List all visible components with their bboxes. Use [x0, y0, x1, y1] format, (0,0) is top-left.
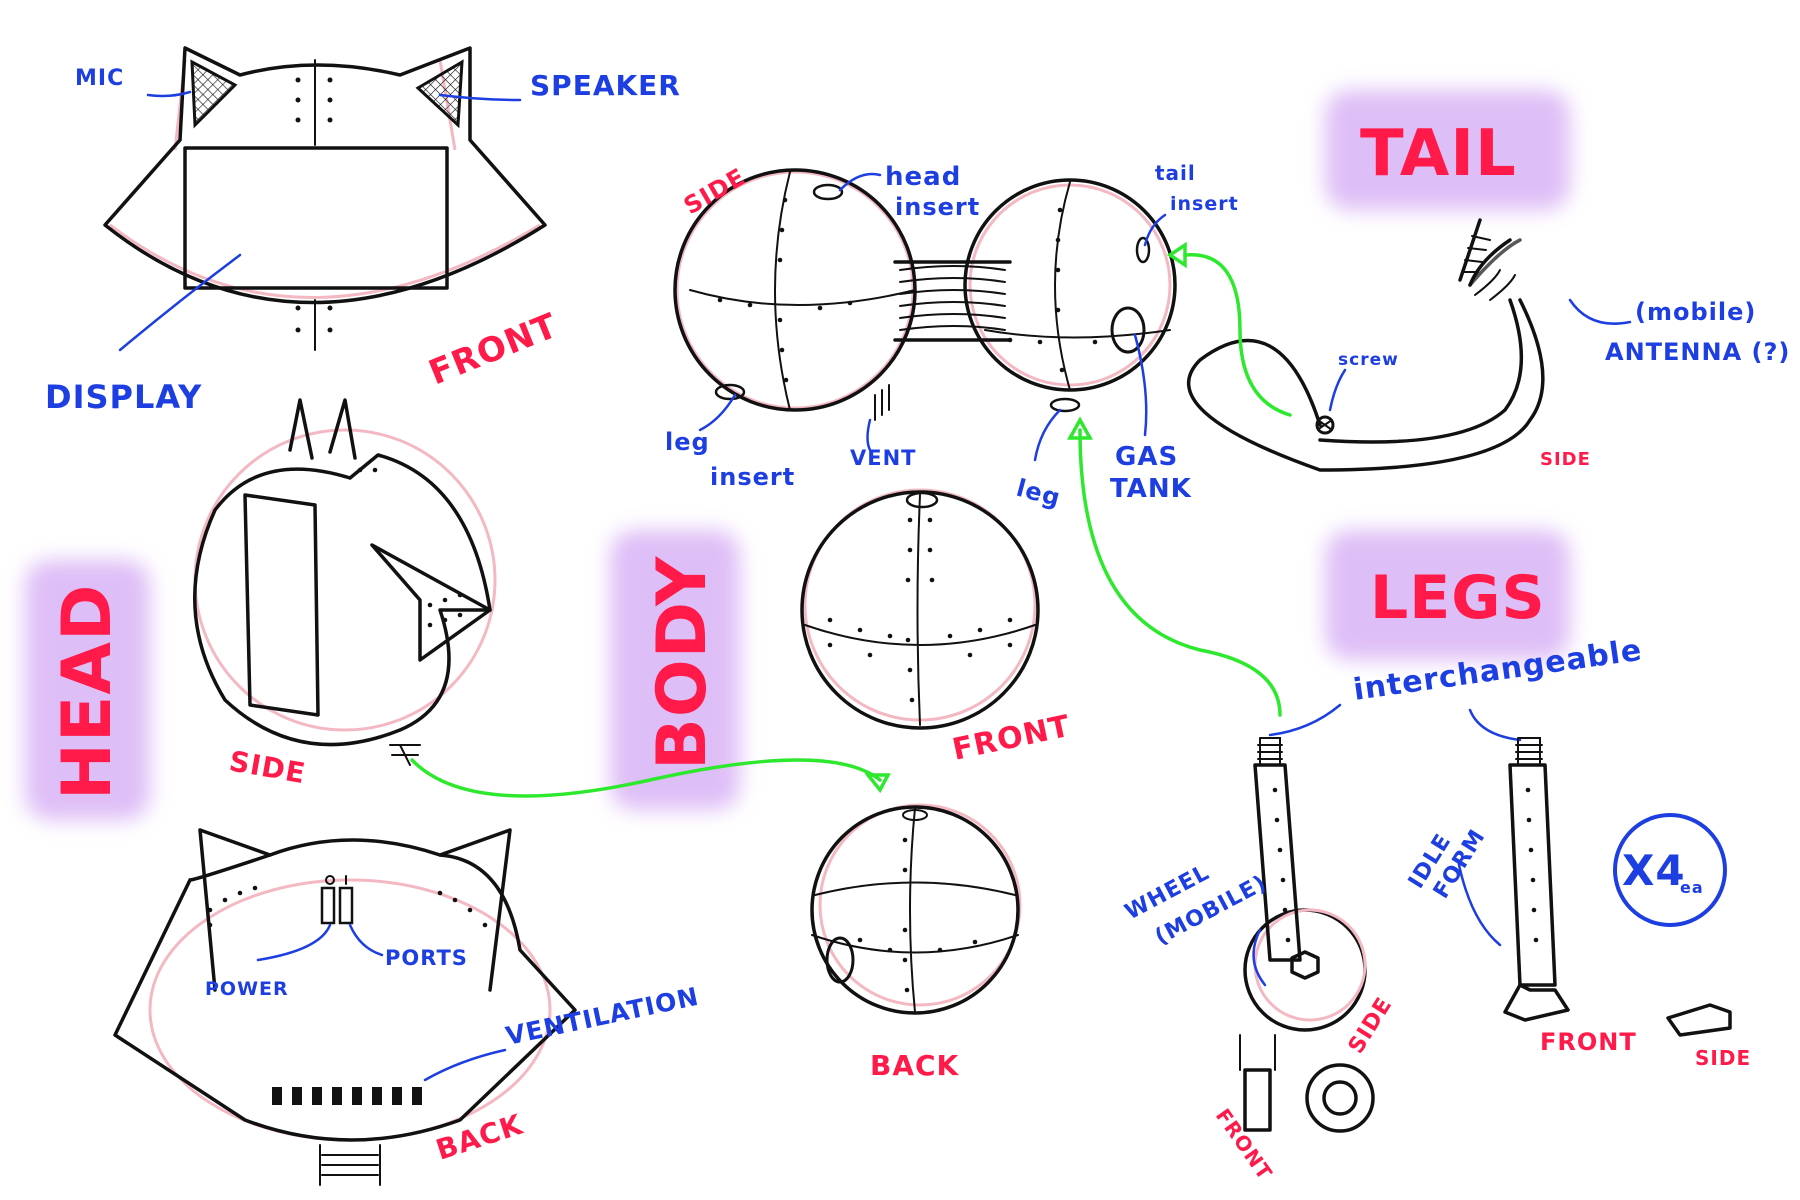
antenna-label-1: (mobile) [1635, 298, 1756, 326]
gas-tank-label-1: GAS [1115, 442, 1178, 472]
highlight-blobs [25, 90, 1570, 820]
leg-to-body-arrow [1080, 430, 1280, 715]
head-insert-label-1: head [885, 162, 961, 192]
tail-side-label: SIDE [1540, 449, 1591, 470]
body-front-sketch [802, 490, 1038, 728]
speaker-label: SPEAKER [530, 69, 681, 102]
leg-insert-label-2: insert [710, 463, 795, 491]
body-title: BODY [643, 556, 722, 770]
head-insert-label-2: insert [895, 193, 980, 221]
mic-grille-icon [192, 62, 235, 125]
vent-label: VENT [850, 446, 917, 470]
mic-label: MIC [75, 66, 124, 91]
body-back-label: BACK [870, 1049, 960, 1082]
idle-front-label: FRONT [1540, 1028, 1637, 1056]
quantity-label: X4 [1622, 846, 1686, 895]
leg-insert-label-1: leg [665, 428, 710, 456]
power-port-slot [322, 888, 334, 923]
head-front-label: FRONT [423, 306, 563, 394]
antenna-label-2: ANTENNA (?) [1605, 338, 1790, 366]
head-back-label: BACK [432, 1108, 527, 1167]
power-label: POWER [205, 978, 289, 1000]
tail-title: TAIL [1360, 117, 1517, 191]
display-label: DISPLAY [45, 378, 202, 416]
idle-side-label: SIDE [1695, 1046, 1751, 1070]
quantity-sub-label: ea [1680, 878, 1704, 897]
tail-insert-label-1: tail [1155, 161, 1196, 185]
data-port-slot [340, 888, 352, 923]
legs-title: LEGS [1370, 563, 1546, 633]
wheel-leg-sketch [1240, 738, 1373, 1131]
head-side-label: SIDE [227, 744, 309, 790]
gas-tank-label-2: TANK [1110, 474, 1192, 504]
head-title: HEAD [48, 584, 127, 800]
head-front-sketch [105, 48, 545, 350]
speaker-grille-icon [418, 62, 462, 125]
tail-to-body-arrow [1185, 255, 1290, 415]
leg-label: leg [1013, 474, 1063, 513]
ventilation-label: VENTILATION [503, 982, 701, 1051]
head-side-sketch [195, 400, 495, 765]
ports-label: PORTS [385, 946, 468, 970]
tail-insert-label-2: insert [1170, 193, 1239, 215]
screw-label: screw [1338, 350, 1399, 370]
body-side-label: SIDE [679, 163, 751, 221]
body-back-sketch [812, 805, 1020, 1013]
ventilation-grille [272, 1087, 422, 1105]
